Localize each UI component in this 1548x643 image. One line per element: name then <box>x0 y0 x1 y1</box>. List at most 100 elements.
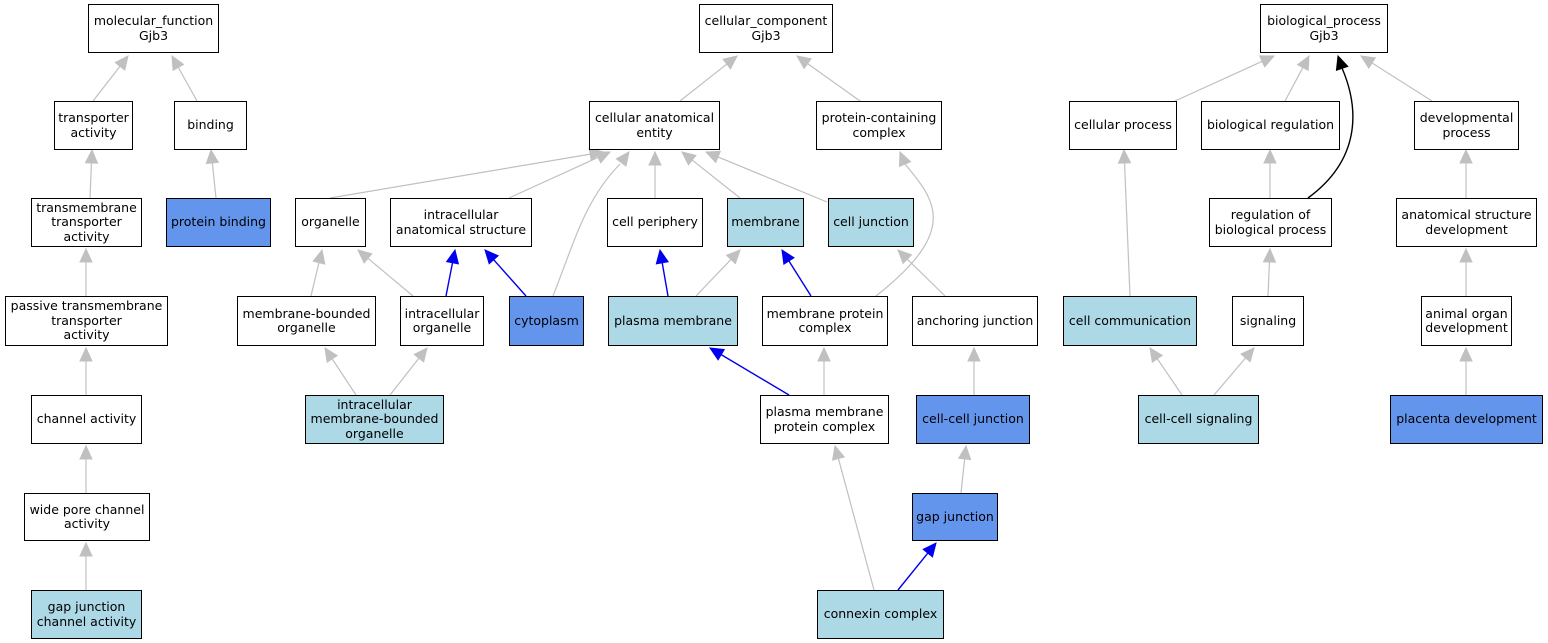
node-protein-binding[interactable]: protein binding <box>166 198 271 247</box>
edge-cellular-process-to-bp-root <box>1174 60 1264 102</box>
node-cellular-anatomical-entity[interactable]: cellular anatomical entity <box>589 101 720 150</box>
node-biological-regulation[interactable]: biological regulation <box>1201 101 1340 150</box>
edge-cell-periphery-to-cell-anat-entity-arrowhead <box>648 150 662 166</box>
edge-cytoplasm-to-intracellular-anat-arrowhead <box>484 249 500 265</box>
node-membrane-bounded-organelle[interactable]: membrane-bounded organelle <box>237 296 376 346</box>
edge-organelle-to-cell-anat-entity <box>329 153 592 199</box>
edge-developmental-process-to-bp-root <box>1370 61 1433 102</box>
edge-intra-mb-organelle-to-intracellular-organelle <box>389 357 421 396</box>
node-regulation-of-biological-process[interactable]: regulation of biological process <box>1209 198 1332 247</box>
node-intracellular-organelle[interactable]: intracellular organelle <box>400 296 484 346</box>
node-cell-periphery[interactable]: cell periphery <box>607 198 703 247</box>
edge-membrane-bounded-to-organelle <box>310 261 320 297</box>
edge-cell-junction-to-cell-anat-entity <box>716 156 828 203</box>
node-cell-cell-junction[interactable]: cell-cell junction <box>916 395 1030 444</box>
node-developmental-process[interactable]: developmental process <box>1414 101 1519 150</box>
node-cellular-component-root[interactable]: cellular_component Gjb3 <box>699 4 833 53</box>
edge-pm-protein-complex-to-plasma-membrane <box>719 353 790 396</box>
edge-tm-transporter-to-transporter-activity <box>89 161 93 199</box>
edge-signaling-to-reg-bio-process <box>1267 260 1271 297</box>
node-placenta-development[interactable]: placenta development <box>1390 395 1543 444</box>
node-anchoring-junction[interactable]: anchoring junction <box>912 296 1038 346</box>
edge-reg-bio-process-to-biological-regulation-arrowhead <box>1263 148 1277 164</box>
edge-anchoring-junction-to-cell-junction <box>906 257 946 297</box>
edge-cell-cell-junction-to-anchoring-junction-arrowhead <box>967 346 981 362</box>
edge-intracellular-anat-to-cell-anat-entity <box>508 156 600 199</box>
edge-reg-bio-process-to-bp-root-arrowhead <box>1335 54 1349 71</box>
edge-tm-transporter-to-transporter-activity-arrowhead <box>84 148 99 164</box>
node-transmembrane-transporter-activity[interactable]: transmembrane transporter activity <box>31 198 142 247</box>
edge-intracellular-organelle-to-intracellular-anat-arrowhead <box>445 248 460 265</box>
node-intracellular-membrane-bounded-organelle[interactable]: intracellular membrane-bounded organelle <box>305 395 444 444</box>
node-plasma-membrane-protein-complex[interactable]: plasma membrane protein complex <box>760 395 889 444</box>
node-cell-cell-signaling[interactable]: cell-cell signaling <box>1138 395 1259 444</box>
node-cell-communication[interactable]: cell communication <box>1063 296 1197 346</box>
edge-animal-organ-dev-to-anat-struct-dev-arrowhead <box>1459 247 1473 263</box>
edge-intra-mb-organelle-to-intracellular-organelle-arrowhead <box>413 347 428 363</box>
edge-passive-tm-to-tm-transporter-arrowhead <box>79 247 93 263</box>
edge-connexin-complex-to-gap-junction-arrowhead <box>922 542 937 558</box>
edge-membrane-protein-complex-to-membrane <box>787 259 812 297</box>
node-intracellular-anatomical-structure[interactable]: intracellular anatomical structure <box>390 198 532 247</box>
edge-pm-protein-complex-to-plasma-membrane-arrowhead <box>708 347 726 361</box>
edge-membrane-to-cell-anat-entity <box>691 158 741 199</box>
edge-binding-to-mf-root-arrowhead <box>171 54 185 72</box>
node-passive-transmembrane-transporter-activity[interactable]: passive transmembrane transporter activi… <box>5 296 168 346</box>
edge-transporter-activity-to-mf-root <box>92 65 122 102</box>
edge-cell-anat-entity-to-cc-root <box>679 62 728 102</box>
node-binding[interactable]: binding <box>174 101 247 150</box>
edge-intracellular-anat-to-cell-anat-entity-arrowhead <box>594 151 612 164</box>
node-cytoplasm[interactable]: cytoplasm <box>509 296 584 346</box>
node-transporter-activity[interactable]: transporter activity <box>54 101 133 150</box>
edge-intracellular-organelle-to-organelle <box>366 257 414 297</box>
edge-connexin-complex-to-pm-protein-complex <box>837 457 875 591</box>
edge-transporter-activity-to-mf-root-arrowhead <box>114 55 129 71</box>
edge-cell-cell-signaling-to-cell-communication <box>1156 357 1183 396</box>
edge-signaling-to-reg-bio-process-arrowhead <box>1262 247 1277 263</box>
edge-intracellular-organelle-to-organelle-arrowhead <box>357 249 373 264</box>
edge-membrane-bounded-to-organelle-arrowhead <box>312 248 326 265</box>
edge-cytoplasm-to-cell-anat-entity-arrowhead <box>615 151 630 167</box>
edge-cell-cell-signaling-to-signaling-arrowhead <box>1240 347 1255 363</box>
edge-binding-to-mf-root <box>177 66 198 102</box>
edge-protein-binding-to-binding <box>211 161 217 199</box>
edge-gj-channel-to-wide-pore-arrowhead <box>79 541 93 557</box>
edge-plasma-membrane-to-cell-periphery <box>661 261 669 297</box>
edge-cytoplasm-to-intracellular-anat <box>492 258 527 297</box>
edge-channel-activity-to-passive-tm-arrowhead <box>79 346 93 362</box>
node-membrane[interactable]: membrane <box>727 198 804 247</box>
node-cellular-process[interactable]: cellular process <box>1069 101 1177 150</box>
node-biological-process-root[interactable]: biological_process Gjb3 <box>1260 4 1388 53</box>
edge-cell-communication-to-cellular-process-arrowhead <box>1117 148 1132 164</box>
node-molecular-function-root[interactable]: molecular_function Gjb3 <box>88 4 219 53</box>
node-signaling[interactable]: signaling <box>1232 296 1304 346</box>
edge-protein-complex-to-cc-root-arrowhead <box>796 55 812 70</box>
edge-developmental-process-to-bp-root-arrowhead <box>1359 55 1377 69</box>
node-anatomical-structure-development[interactable]: anatomical structure development <box>1396 198 1537 247</box>
edge-cell-cell-signaling-to-signaling <box>1213 356 1247 396</box>
node-animal-organ-development[interactable]: animal organ development <box>1421 296 1512 346</box>
node-organelle[interactable]: organelle <box>295 198 366 247</box>
edge-anat-struct-dev-to-developmental-process-arrowhead <box>1459 148 1473 164</box>
edge-membrane-to-cell-anat-entity-arrowhead <box>681 151 697 166</box>
node-plasma-membrane[interactable]: plasma membrane <box>608 296 738 346</box>
node-protein-containing-complex[interactable]: protein-containing complex <box>816 101 942 150</box>
edge-intra-mb-organelle-to-membrane-bounded-arrowhead <box>324 347 339 364</box>
node-cell-junction[interactable]: cell junction <box>828 198 914 247</box>
node-gap-junction-channel-activity[interactable]: gap junction channel activity <box>31 590 142 639</box>
node-channel-activity[interactable]: channel activity <box>31 395 142 444</box>
edge-reg-bio-process-to-bp-root <box>1307 67 1354 199</box>
edge-placenta-dev-to-animal-organ-dev-arrowhead <box>1459 346 1473 362</box>
edge-connexin-complex-to-pm-protein-complex-arrowhead <box>831 444 846 461</box>
node-wide-pore-channel-activity[interactable]: wide pore channel activity <box>24 493 150 541</box>
node-gap-junction[interactable]: gap junction <box>912 493 998 541</box>
node-connexin-complex[interactable]: connexin complex <box>817 590 944 639</box>
edge-cell-anat-entity-to-cc-root-arrowhead <box>722 55 738 70</box>
node-membrane-protein-complex[interactable]: membrane protein complex <box>762 296 888 346</box>
edge-gap-junction-to-cell-cell-junction-arrowhead <box>957 444 972 461</box>
edge-wide-pore-to-channel-activity-arrowhead <box>79 444 93 460</box>
edge-cell-communication-to-cellular-process <box>1123 161 1131 297</box>
edge-protein-binding-to-binding-arrowhead <box>205 148 220 165</box>
